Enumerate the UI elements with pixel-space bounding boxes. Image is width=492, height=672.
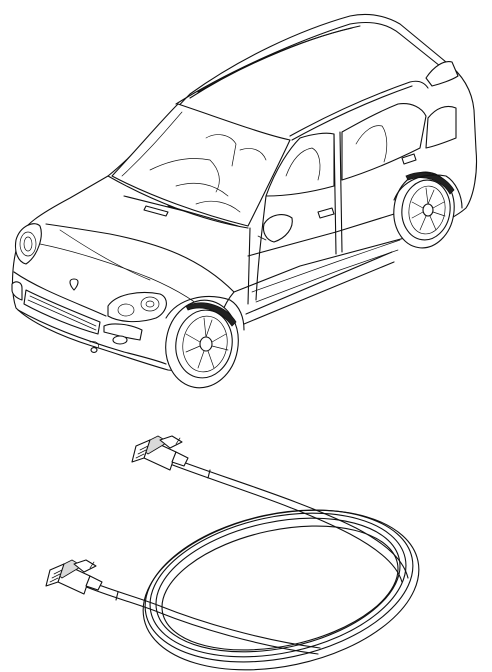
bottom-connector bbox=[45, 559, 103, 595]
left-headlight bbox=[14, 223, 42, 265]
top-connector bbox=[131, 435, 189, 471]
side-mirror bbox=[262, 214, 293, 243]
windshield bbox=[111, 103, 291, 227]
right-headlight bbox=[107, 291, 167, 323]
cable-coil bbox=[142, 509, 420, 671]
hood-emblem bbox=[69, 278, 79, 291]
coiled-cable-with-connectors-illustration bbox=[45, 435, 420, 671]
suv-car-illustration bbox=[11, 13, 478, 389]
front-side-window bbox=[265, 132, 335, 197]
front-wheel bbox=[165, 299, 239, 389]
rear-side-window bbox=[341, 103, 427, 181]
rear-wheel bbox=[393, 171, 455, 249]
